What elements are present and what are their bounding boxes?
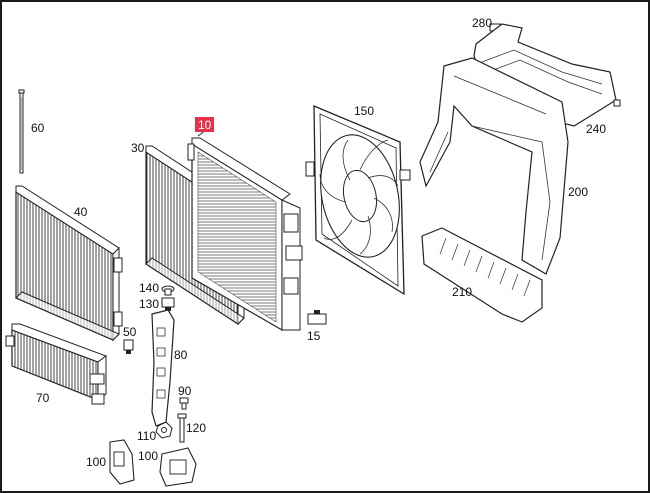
clip-130-drawing[interactable] — [161, 297, 175, 311]
fan-shroud-150-drawing[interactable] — [305, 105, 411, 296]
label-15[interactable]: 15 — [307, 329, 321, 343]
label-90[interactable]: 90 — [178, 384, 192, 398]
label-200[interactable]: 200 — [568, 185, 588, 199]
nut-110-drawing[interactable] — [155, 421, 173, 439]
label-30[interactable]: 30 — [131, 141, 145, 155]
radiator-10-drawing[interactable] — [187, 129, 303, 332]
label-120[interactable]: 120 — [186, 421, 206, 435]
label-80[interactable]: 80 — [174, 348, 188, 362]
label-210[interactable]: 210 — [452, 285, 472, 299]
bracket-80-drawing[interactable] — [151, 309, 175, 427]
label-100-left[interactable]: 100 — [86, 455, 106, 469]
rod-60-drawing[interactable] — [18, 89, 25, 174]
mount-100-left-drawing[interactable] — [109, 439, 135, 485]
lower-duct-210-drawing[interactable] — [421, 227, 543, 323]
label-50[interactable]: 50 — [123, 325, 137, 339]
cooler-40-drawing[interactable] — [15, 185, 123, 342]
side-duct-200-drawing[interactable] — [419, 57, 569, 275]
clip-140-drawing[interactable] — [161, 285, 175, 296]
label-60[interactable]: 60 — [31, 121, 45, 135]
label-280[interactable]: 280 — [472, 16, 492, 30]
bolt-120-drawing[interactable] — [177, 413, 187, 443]
label-110[interactable]: 110 — [137, 429, 156, 443]
label-40[interactable]: 40 — [74, 205, 88, 219]
label-150[interactable]: 150 — [354, 104, 374, 118]
label-240[interactable]: 240 — [586, 122, 606, 136]
screw-90-drawing[interactable] — [179, 397, 189, 410]
oil-cooler-70-drawing[interactable] — [5, 323, 108, 405]
label-130[interactable]: 130 — [139, 297, 159, 311]
highlight-box-10 — [195, 117, 214, 132]
label-140[interactable]: 140 — [139, 281, 159, 295]
mount-100-right-drawing[interactable] — [159, 447, 197, 487]
clip-50-drawing[interactable] — [123, 339, 134, 354]
sensor-15-drawing[interactable] — [307, 310, 327, 325]
label-70[interactable]: 70 — [36, 391, 50, 405]
label-100-right[interactable]: 100 — [138, 449, 158, 463]
label-10[interactable]: 10 — [198, 118, 212, 132]
